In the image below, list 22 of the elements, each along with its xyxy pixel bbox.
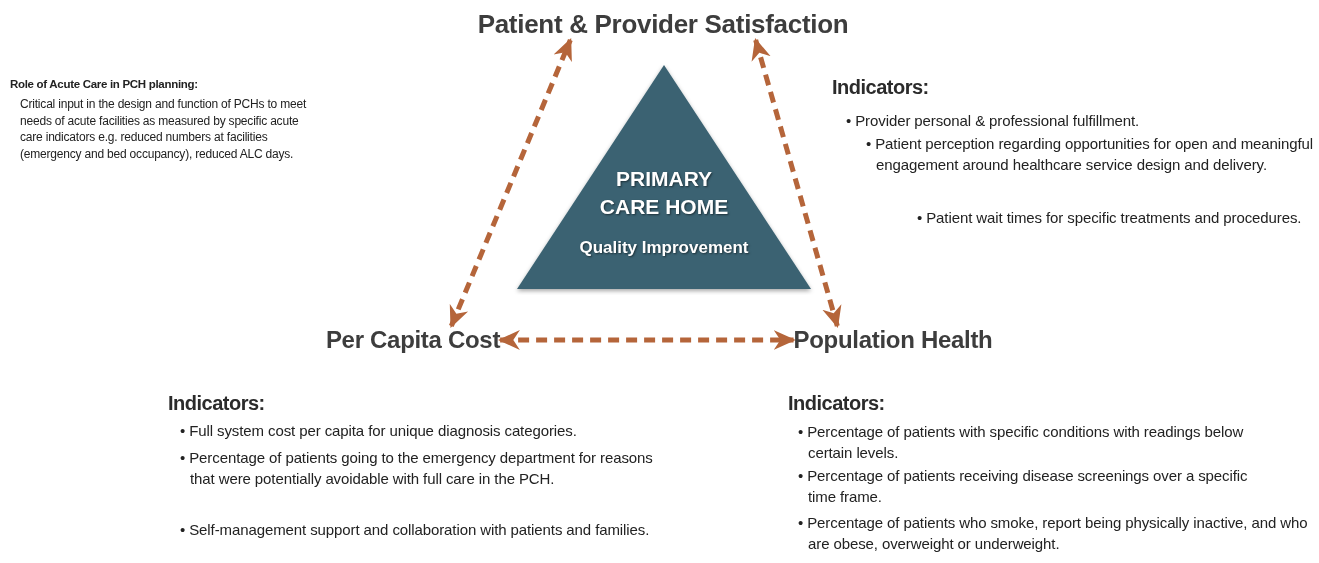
indicator-item: • Percentage of patients with specific conditions with readings below certain levels. — [798, 422, 1245, 463]
note-text: Critical input in the design and function of PCHs to meet needs of acute facilities as measured by specific acute care indicators e.g. reduced numbers at facilities (emergency and bed occupancy), reduced ALC days. — [20, 96, 308, 162]
indicator-item: • Percentage of patients who smoke, report being physically inactive, and who are obese, overweight or underweight. — [798, 513, 1308, 554]
double-arrow — [751, 37, 842, 329]
aim-heading: Patient & Provider Satisfaction — [477, 9, 849, 40]
note-heading: Role of Acute Care in PCH planning: — [10, 78, 199, 90]
indicator-item: • Percentage of patients receiving disease screenings over a specific time frame. — [798, 466, 1249, 507]
indicator-item: • Percentage of patients going to the emergency department for reasons that were potentially avoidable with full care in the PCH. — [180, 448, 654, 489]
indicator-item: • Self-management support and collaboration with patients and families. — [180, 520, 651, 540]
aim-heading: Population Health — [793, 326, 993, 354]
indicator-item: • Provider personal & professional fulfillment. — [846, 111, 1141, 131]
double-arrow — [497, 330, 796, 350]
indicator-item: • Full system cost per capita for unique diagnosis categories. — [180, 421, 578, 441]
triangle-subtitle: Quality Improvement — [578, 237, 750, 259]
indicators-heading: Indicators: — [788, 392, 886, 415]
indicators-heading: Indicators: — [168, 392, 266, 415]
triangle-title: PRIMARY CARE HOME — [598, 166, 730, 220]
aim-heading: Per Capita Cost — [325, 326, 501, 354]
indicator-item: • Patient wait times for specific treatments and procedures. — [917, 208, 1303, 228]
double-arrow — [449, 37, 573, 329]
indicator-item: • Patient perception regarding opportunities for open and meaningful engagement around healthcare service design and delivery. — [866, 134, 1315, 175]
indicators-heading: Indicators: — [832, 76, 930, 99]
